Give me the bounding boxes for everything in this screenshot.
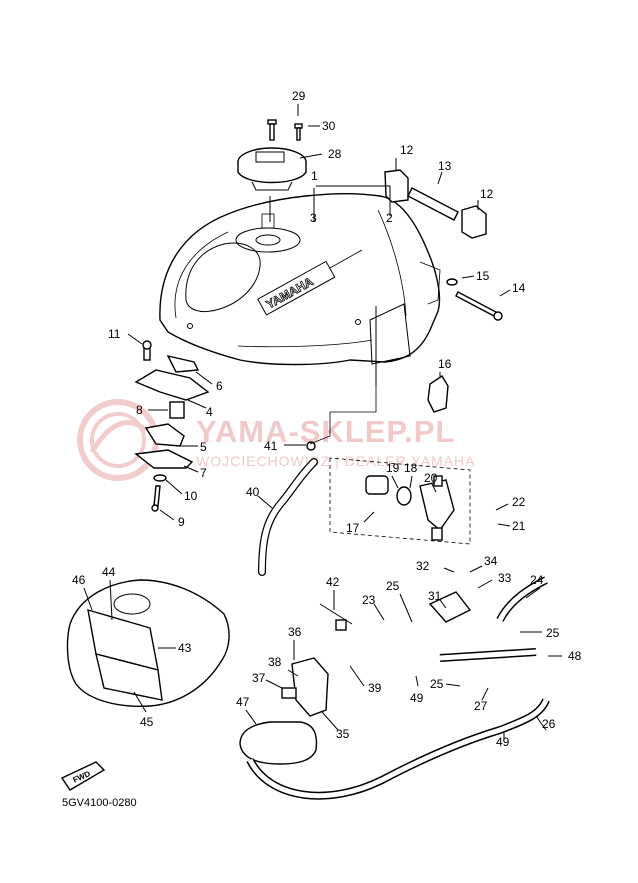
callout-33: 33	[498, 571, 512, 585]
callout-46: 46	[72, 573, 86, 587]
callout-4: 4	[206, 405, 213, 419]
callout-28: 28	[328, 147, 342, 161]
callout-20: 20	[424, 471, 438, 485]
callout-48: 48	[568, 649, 582, 663]
callout-45: 45	[140, 715, 154, 729]
callout-7: 7	[200, 466, 207, 480]
callout-12-left: 12	[400, 143, 414, 157]
callout-2: 2	[386, 211, 393, 225]
callout-6: 6	[216, 379, 223, 393]
callout-13: 13	[438, 159, 452, 173]
callout-49-a: 49	[410, 691, 424, 705]
callout-23: 23	[362, 593, 376, 607]
damper-rubbers	[384, 169, 487, 239]
clamp-41	[306, 441, 316, 451]
fuel-cap	[237, 119, 307, 191]
forward-arrow-icon: FWD	[60, 761, 106, 791]
bolt-14	[446, 278, 503, 321]
callout-44: 44	[102, 565, 116, 579]
front-mount-parts	[134, 340, 210, 512]
callout-25-a: 25	[386, 579, 400, 593]
leader-lines	[83, 104, 562, 740]
callout-27: 27	[474, 699, 488, 713]
callout-15: 15	[476, 269, 490, 283]
callout-35: 35	[336, 727, 350, 741]
callout-5: 5	[200, 440, 207, 454]
callout-30: 30	[322, 119, 336, 133]
callout-32: 32	[416, 559, 430, 573]
callout-19: 19	[386, 461, 400, 475]
callout-41: 41	[264, 439, 278, 453]
fuel-tank: YAMAHA	[159, 193, 441, 366]
fuel-cock	[365, 475, 455, 541]
callout-10: 10	[184, 489, 198, 503]
bracket-16	[427, 375, 449, 413]
callout-9: 9	[178, 515, 185, 529]
callout-39: 39	[368, 681, 382, 695]
callout-11: 11	[108, 327, 121, 341]
callout-37: 37	[252, 671, 266, 685]
watermark-brand: YAMA-SKLEP.PL	[196, 414, 455, 449]
callout-8: 8	[136, 403, 143, 417]
callout-labels: 1 2 3 4 5 6 7 8 9 10 11 12 12 13 14 15 1…	[72, 89, 582, 749]
callout-38: 38	[268, 655, 282, 669]
callout-22: 22	[512, 495, 526, 509]
callout-42: 42	[326, 575, 340, 589]
callout-25-c: 25	[430, 677, 444, 691]
callout-31: 31	[428, 589, 442, 603]
callout-21: 21	[512, 519, 526, 533]
callout-25-b: 25	[546, 626, 560, 640]
callout-47: 47	[236, 695, 250, 709]
watermark-subtitle: WOJCIECHOWICZ | DEALER YAMAHA	[196, 453, 475, 469]
callout-36: 36	[288, 625, 302, 639]
callout-34: 34	[484, 554, 498, 568]
callout-43: 43	[178, 641, 192, 655]
callout-1: 1	[311, 169, 318, 183]
callout-40: 40	[246, 485, 260, 499]
watermark: YAMA-SKLEP.PL WOJCIECHOWICZ | DEALER YAM…	[77, 399, 475, 481]
callout-49-b: 49	[496, 735, 510, 749]
callout-14: 14	[512, 281, 526, 295]
callout-26: 26	[542, 717, 556, 731]
watermark-logo-icon	[77, 399, 159, 481]
callout-29: 29	[292, 89, 306, 103]
callout-16: 16	[438, 357, 452, 371]
callout-17: 17	[346, 521, 360, 535]
callout-18: 18	[404, 461, 418, 475]
side-cover-assembly	[66, 579, 230, 708]
callout-3: 3	[310, 211, 317, 225]
callout-12-right: 12	[480, 187, 494, 201]
callout-24: 24	[530, 573, 544, 587]
diagram-code: 5GV4100-0280	[62, 797, 137, 809]
canister-group	[239, 576, 550, 800]
